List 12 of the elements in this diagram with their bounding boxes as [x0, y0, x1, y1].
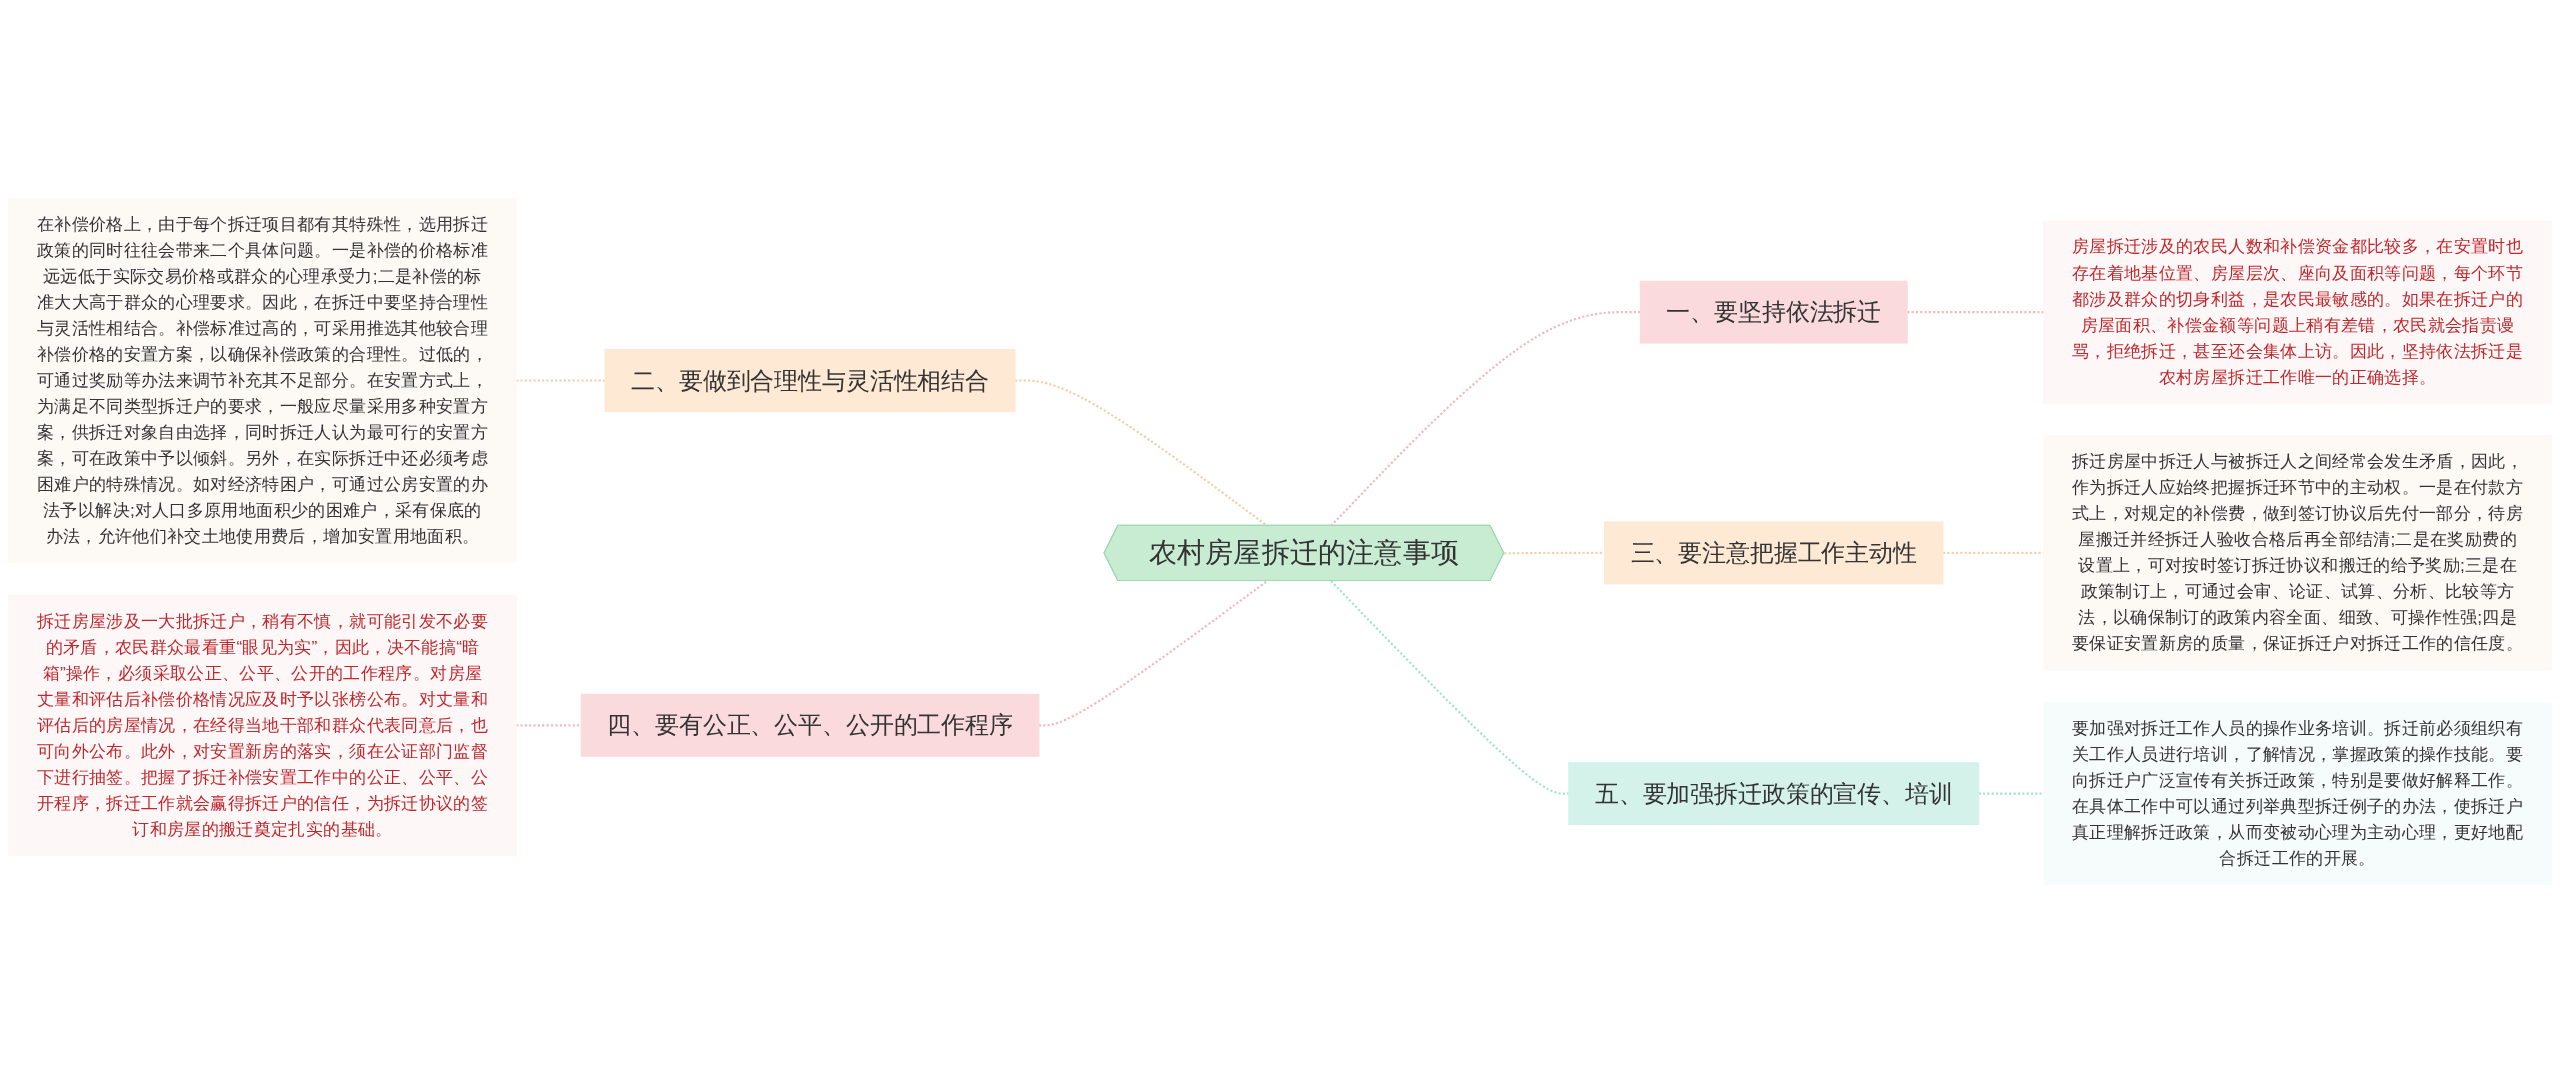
- node-box: 房屋拆迁涉及的农民人数和补偿资金都比较多，在安置时也存在着地基位置、房屋层次、座向及面积等问题，每个环节都涉及群众的切身利益，是农民最敏感的。如果在拆迁户的房屋面积、补偿金额等问题上稍有差错，农民就会指责谩骂，拒绝拆迁，甚至还会集体上访。因此，坚持依法拆迁是农村房屋拆迁工作唯一的正确选择。: [2043, 220, 2552, 404]
- connector: [1942, 551, 2044, 554]
- node-box: 拆迁房屋中拆迁人与被拆迁人之间经常会发生矛盾，因此，作为拆迁人应始终把握拆迁环节中的主动权。一是在付款方式上，对规定的补偿费，做到签订协议后先付一部分，待房屋搬迁并经拆迁人验收合格后再全部结清;二是在奖励费的设置上，可对按时签订拆迁协议和搬迁的给予奖励;三是在政策制订上，可通过会审、论证、试算、分析、比较等方法，以确保制订的政策内容全面、细致、可操作性强;四是要保证安置新房的质量，保证拆迁户对拆迁工作的信任度。: [2043, 435, 2552, 671]
- node-box: 四、要有公正、公平、公开的工作程序: [580, 693, 1040, 757]
- node-box: 要加强对拆迁工作人员的操作业务培训。拆迁前必须组织有关工作人员进行培训，了解情况，掌握政策的操作技能。要向拆迁户广泛宣传有关拆迁政策，特别是要做好解释工作。在具体工作中可以通过列举典型拆迁例子的办法，使拆迁户真正理解拆迁政策，从而变被动心理为主动心理，更好地配合拆迁工作的开展。: [2043, 702, 2552, 886]
- node-box: 五、要加强拆迁政策的宣传、培训: [1568, 762, 1980, 826]
- node-box: 在补偿价格上，由于每个拆迁项目都有其特殊性，选用拆迁政策的同时往往会带来二个具体问题。一是补偿的价格标准远远低于实际交易价格或群众的心理承受力;二是补偿的标准大大高于群众的心理要求。因此，在拆迁中要坚持合理性与灵活性相结合。补偿标准过高的，可采用推选其他较合理补偿价格的安置方案，以确保补偿政策的合理性。过低的，可通过奖励等办法来调节补充其不足部分。在安置方式上，为满足不同类型拆迁户的要求，一般应尽量采用多种安置方案，供拆迁对象自由选择，同时拆迁人认为最可行的安置方案，可在政策中予以倾斜。另外，在实际拆迁中还必须考虑困难户的特殊情况。如对经济特困户，可通过公房安置的办法予以解决;对人口多原用地面积少的困难户，采有保底的办法，允许他们补交土地使用费后，增加安置用地面积。: [8, 197, 517, 564]
- connector: [1504, 551, 1605, 555]
- node-box: 拆迁房屋涉及一大批拆迁户，稍有不慎，就可能引发不必要的矛盾，农民群众最看重“眼见为实”，因此，决不能搞“暗箱”操作，必须采取公正、公平、公开的工作程序。对房屋丈量和评估后补偿价格情况应及时予以张榜公布。对丈量和评估后的房屋情况，在经得当地干部和群众代表同意后，也可向外公布。此外，对安置新房的落实，须在公证部门监督下进行抽签。把握了拆迁补偿安置工作中的公正、公平、公开程序，拆迁工作就会赢得拆迁户的信任，为拆迁协议的签订和房屋的搬迁奠定扎实的基础。: [8, 594, 517, 856]
- node-box: 三、要注意把握工作主动性: [1604, 521, 1944, 585]
- node-box: 一、要坚持依法拆迁: [1639, 280, 1908, 344]
- node-box: 二、要做到合理性与灵活性相结合: [604, 349, 1016, 412]
